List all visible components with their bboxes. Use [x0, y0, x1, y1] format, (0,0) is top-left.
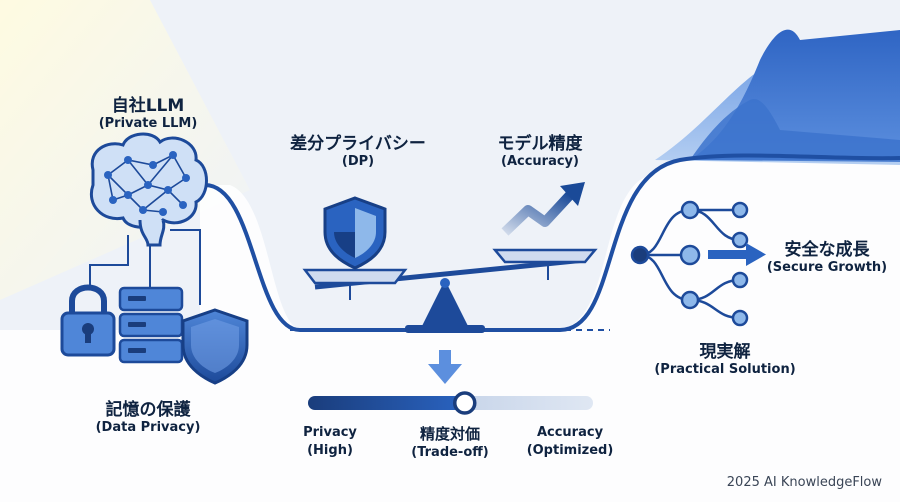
flow-line: [204, 153, 900, 332]
slider-label-privacy: Privacy (High): [290, 424, 370, 459]
label-data-privacy: 記憶の保護 (Data Privacy): [68, 400, 228, 436]
label-data-privacy-jp: 記憶の保護: [105, 400, 191, 420]
label-practical-solution-jp: 現実解: [699, 342, 751, 362]
slider-label-accuracy-line2: (Optimized): [526, 442, 614, 458]
brain-network-icon: [90, 132, 208, 247]
label-private-llm-jp: 自社LLM: [111, 96, 185, 116]
label-accuracy-en: (Accuracy): [501, 154, 579, 170]
footer-credit: 2025 AI KnowledgeFlow: [726, 475, 882, 490]
arrow-right-icon: [708, 243, 766, 266]
connector-lines: [89, 229, 201, 305]
trend-arrow-icon: [501, 182, 585, 236]
label-secure-growth-en: (Secure Growth): [766, 260, 888, 276]
slider-label-privacy-line1: Privacy: [303, 425, 357, 440]
label-accuracy: モデル精度 (Accuracy): [460, 134, 620, 170]
label-practical-solution-en: (Practical Solution): [654, 362, 796, 378]
label-secure-growth: 安全な成長 (Secure Growth): [762, 240, 892, 276]
label-dp-en: (DP): [341, 154, 375, 170]
slider-label-privacy-line2: (High): [307, 442, 353, 458]
tradeoff-slider[interactable]: [308, 391, 593, 415]
label-private-llm: 自社LLM (Private LLM): [68, 96, 228, 132]
slider-label-tradeoff: 精度対価 (Trade-off): [400, 424, 500, 462]
slider-label-tradeoff-line2: (Trade-off): [411, 445, 489, 461]
label-dp: 差分プライバシー (DP): [268, 134, 448, 170]
label-data-privacy-en: (Data Privacy): [95, 420, 201, 436]
slider-label-tradeoff-line1: 精度対価: [419, 425, 480, 443]
slider-knob[interactable]: [453, 391, 477, 415]
down-arrow-icon: [428, 350, 462, 384]
slider-track[interactable]: [308, 396, 593, 410]
label-secure-growth-jp: 安全な成長: [784, 240, 870, 260]
label-dp-jp: 差分プライバシー: [290, 134, 426, 154]
label-practical-solution: 現実解 (Practical Solution): [640, 342, 810, 378]
balance-scale-icon: [302, 248, 598, 333]
slider-label-accuracy-line1: Accuracy: [536, 425, 604, 440]
shield-icon: [181, 308, 249, 385]
padlock-icon: [60, 284, 116, 357]
flow-area: [0, 151, 900, 502]
dp-shield-icon: [323, 196, 387, 270]
slider-label-accuracy: Accuracy (Optimized): [520, 424, 620, 459]
decision-tree-nodes: [630, 200, 749, 327]
server-stack-icon: [118, 286, 184, 364]
label-private-llm-en: (Private LLM): [98, 116, 198, 132]
label-accuracy-jp: モデル精度: [497, 134, 583, 154]
growth-hill-mid: [690, 99, 900, 162]
